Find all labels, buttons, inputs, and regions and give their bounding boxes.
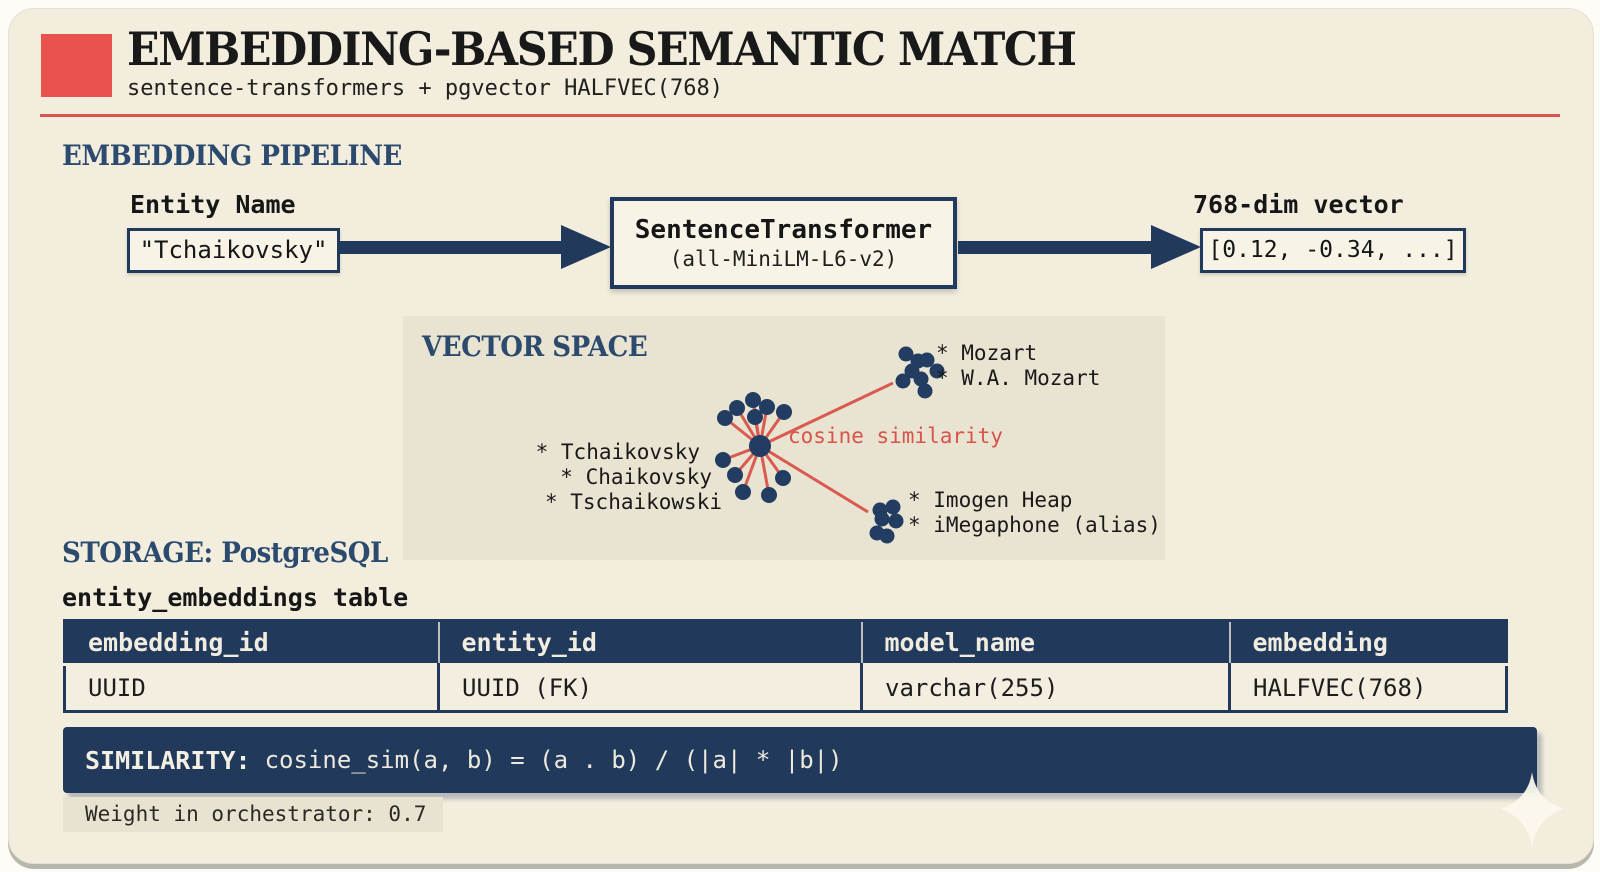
table-cell: varchar(255) xyxy=(861,663,1231,712)
sparkle-icon xyxy=(1500,772,1564,848)
column-header: entity_id xyxy=(438,620,863,665)
page-subtitle: sentence-transformers + pgvector HALFVEC… xyxy=(127,76,724,101)
table-row: UUID UUID (FK) varchar(255) HALFVEC(768) xyxy=(64,663,1507,712)
cluster-label: * Imogen Heap xyxy=(908,488,1073,512)
storage-heading: STORAGE: PostgreSQL xyxy=(62,536,388,569)
pipeline-heading: EMBEDDING PIPELINE xyxy=(62,139,402,172)
table-cell: UUID (FK) xyxy=(438,663,863,712)
entity-name-label: Entity Name xyxy=(130,190,296,219)
title-accent-square xyxy=(41,34,112,97)
vector-output-label: 768-dim vector xyxy=(1193,190,1404,219)
entity-embeddings-table: embedding_id entity_id model_name embedd… xyxy=(63,619,1508,713)
arrow-head xyxy=(1151,225,1201,269)
cluster-label: * Chaikovsky xyxy=(560,465,712,489)
column-header: model_name xyxy=(861,620,1231,665)
arrow-shaft xyxy=(958,241,1154,254)
similarity-label: SIMILARITY: xyxy=(85,745,251,775)
arrow-head xyxy=(561,225,611,269)
vector-space-panel: VECTOR SPACE * Tchaikovsky * Chaikovsky … xyxy=(403,316,1165,560)
table-cell: UUID xyxy=(64,663,440,712)
vector-output-box: [0.12, -0.34, ...] xyxy=(1200,228,1466,273)
model-name: SentenceTransformer xyxy=(634,215,933,245)
column-header: embedding_id xyxy=(64,620,440,665)
cluster-label: * Mozart xyxy=(936,341,1038,365)
table-header-row: embedding_id entity_id model_name embedd… xyxy=(64,620,1507,665)
cluster-label: * iMegaphone (alias) xyxy=(908,513,1161,537)
cosine-similarity-label: cosine similarity xyxy=(788,424,1003,448)
weight-note: Weight in orchestrator: 0.7 xyxy=(63,797,443,832)
table-cell: HALFVEC(768) xyxy=(1229,663,1507,712)
vector-space-heading: VECTOR SPACE xyxy=(422,330,648,363)
column-header: embedding xyxy=(1229,620,1507,665)
similarity-bar: SIMILARITY: cosine_sim(a, b) = (a . b) /… xyxy=(63,727,1537,793)
header-divider xyxy=(40,114,1560,117)
sentence-transformer-box: SentenceTransformer (all-MiniLM-L6-v2) xyxy=(610,197,957,289)
similarity-formula: cosine_sim(a, b) = (a . b) / (|a| * |b|) xyxy=(264,746,843,774)
arrow-shaft xyxy=(339,241,564,254)
entity-name-box: "Tchaikovsky" xyxy=(127,228,340,273)
model-variant: (all-MiniLM-L6-v2) xyxy=(669,247,898,271)
cluster-label: * Tschaikowski xyxy=(544,490,722,514)
cluster-label: * W.A. Mozart xyxy=(936,366,1101,390)
table-title: entity_embeddings table xyxy=(62,583,409,612)
page-title: EMBEDDING-BASED SEMANTIC MATCH xyxy=(127,22,1077,76)
cluster-label: * Tchaikovsky xyxy=(535,440,700,464)
